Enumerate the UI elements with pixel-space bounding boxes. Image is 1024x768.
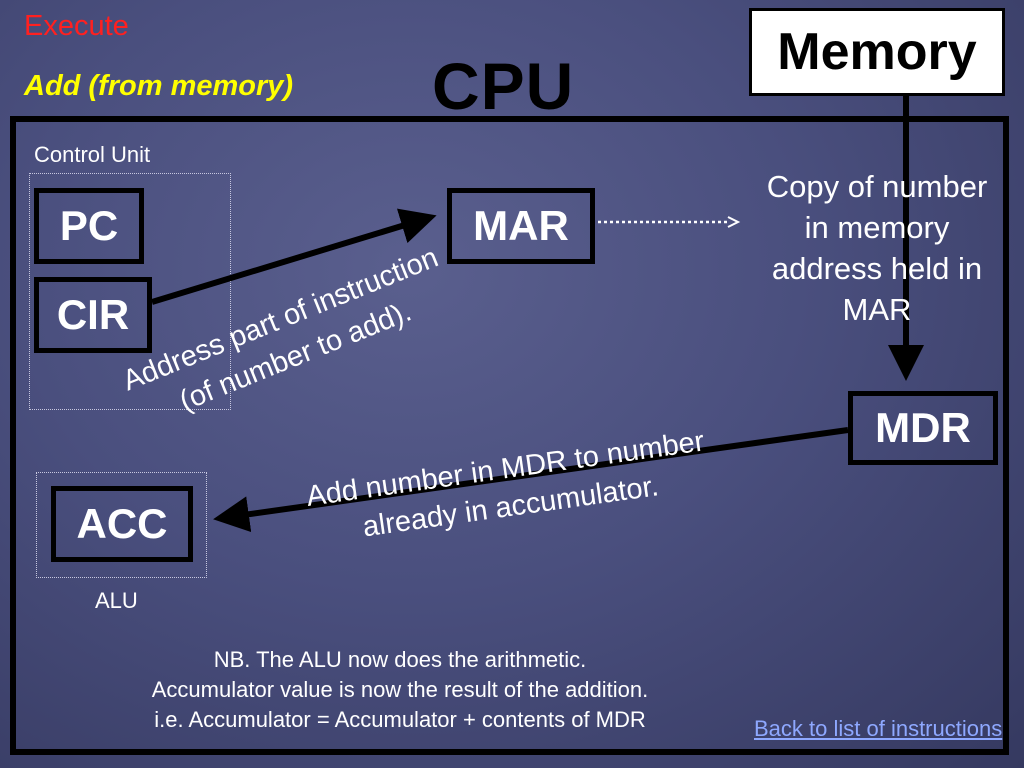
cir-to-mar-arrow — [151, 208, 437, 305]
note-line1: NB. The ALU now does the arithmetic. — [213, 647, 587, 672]
note-line3: i.e. Accumulator = Accumulator + content… — [154, 707, 646, 732]
memory-box: Memory — [749, 8, 1005, 96]
step-label: Execute — [24, 10, 129, 42]
mdr-register: MDR — [848, 391, 998, 465]
acc-register: ACC — [51, 486, 193, 562]
mar-register: MAR — [447, 188, 595, 264]
copy-of-number-note: Copy of number in memory address held in… — [766, 169, 988, 327]
mdr-to-acc-arrow — [213, 427, 849, 533]
back-to-instructions-link[interactable]: Back to list of instructions — [754, 716, 1003, 741]
note-line2: Accumulator value is now the result of t… — [151, 677, 649, 702]
alu-box — [36, 472, 207, 578]
instruction-title: Add (from memory) — [24, 70, 294, 102]
alu-label: ALU — [95, 588, 138, 613]
cir-register: CIR — [34, 277, 152, 353]
dotted-arrow-head — [727, 216, 741, 228]
control-unit-box — [29, 173, 231, 410]
explanation-notes: NB. The ALU now does the arithmetic. Acc… — [100, 645, 700, 735]
control-unit-label: Control Unit — [34, 142, 151, 167]
cpu-title: CPU — [432, 49, 575, 123]
cpu-frame — [10, 116, 1009, 755]
pc-register: PC — [34, 188, 144, 264]
